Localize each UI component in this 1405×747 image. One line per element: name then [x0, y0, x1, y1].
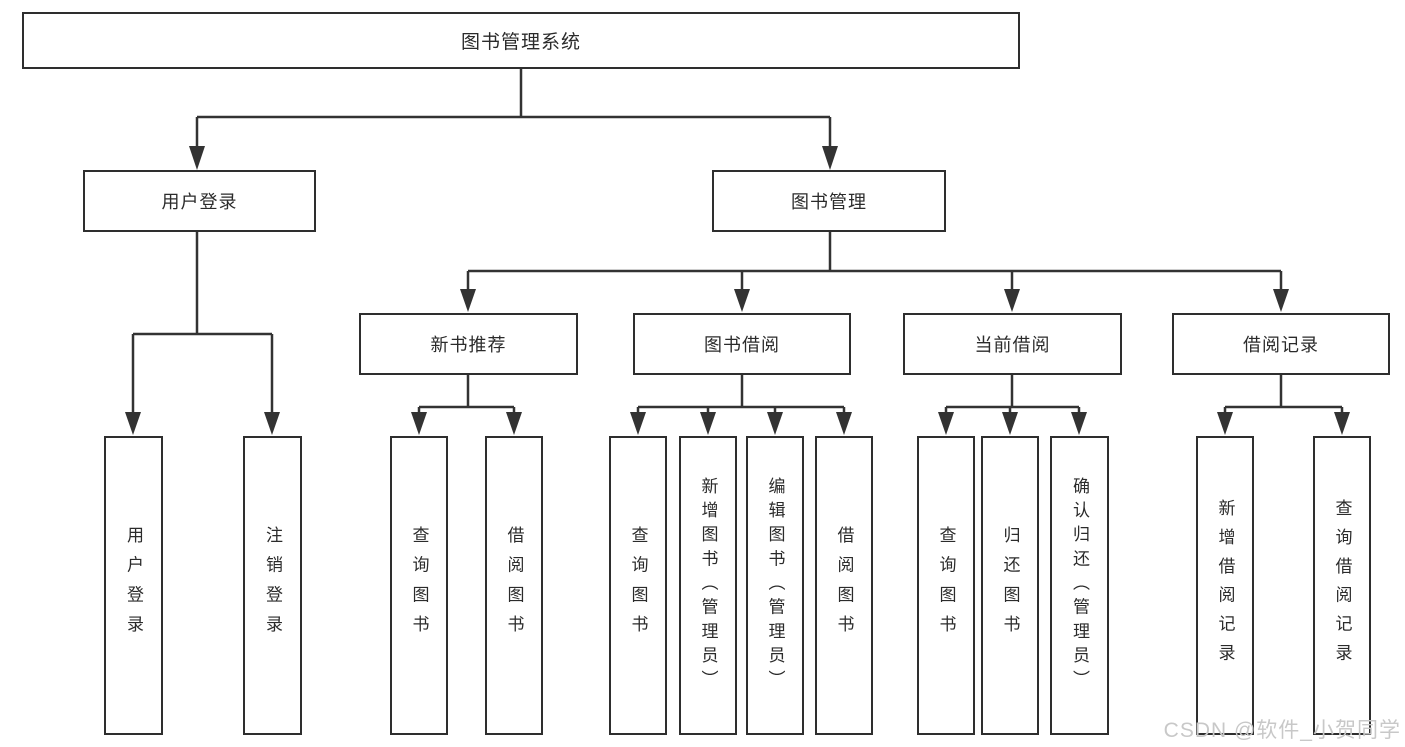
node-leaf-add-book-admin: 新增图书（管理员）: [679, 436, 737, 735]
node-root-system: 图书管理系统: [22, 12, 1020, 69]
node-leaf-return-book: 归还图书: [981, 436, 1039, 735]
node-leaf-confirm-return-admin: 确认归还（管理员）: [1050, 436, 1109, 735]
node-book-management: 图书管理: [712, 170, 946, 232]
node-current-borrow: 当前借阅: [903, 313, 1122, 375]
node-leaf-user-login: 用户登录: [104, 436, 163, 735]
node-user-login: 用户登录: [83, 170, 316, 232]
watermark-text: CSDN @软件_小贺同学: [1163, 719, 1401, 742]
arrowheads: [125, 146, 1350, 435]
node-leaf-query-book-3: 查询图书: [917, 436, 975, 735]
node-leaf-query-book-1: 查询图书: [390, 436, 448, 735]
node-leaf-borrow-book-2: 借阅图书: [815, 436, 873, 735]
node-leaf-borrow-book-1: 借阅图书: [485, 436, 543, 735]
node-leaf-query-borrow-record: 查询借阅记录: [1313, 436, 1371, 735]
node-borrow-records: 借阅记录: [1172, 313, 1390, 375]
node-book-borrow: 图书借阅: [633, 313, 851, 375]
node-leaf-edit-book-admin: 编辑图书（管理员）: [746, 436, 804, 735]
node-leaf-query-book-2: 查询图书: [609, 436, 667, 735]
node-leaf-logout: 注销登录: [243, 436, 302, 735]
node-leaf-add-borrow-record: 新增借阅记录: [1196, 436, 1254, 735]
node-new-book-recommend: 新书推荐: [359, 313, 578, 375]
